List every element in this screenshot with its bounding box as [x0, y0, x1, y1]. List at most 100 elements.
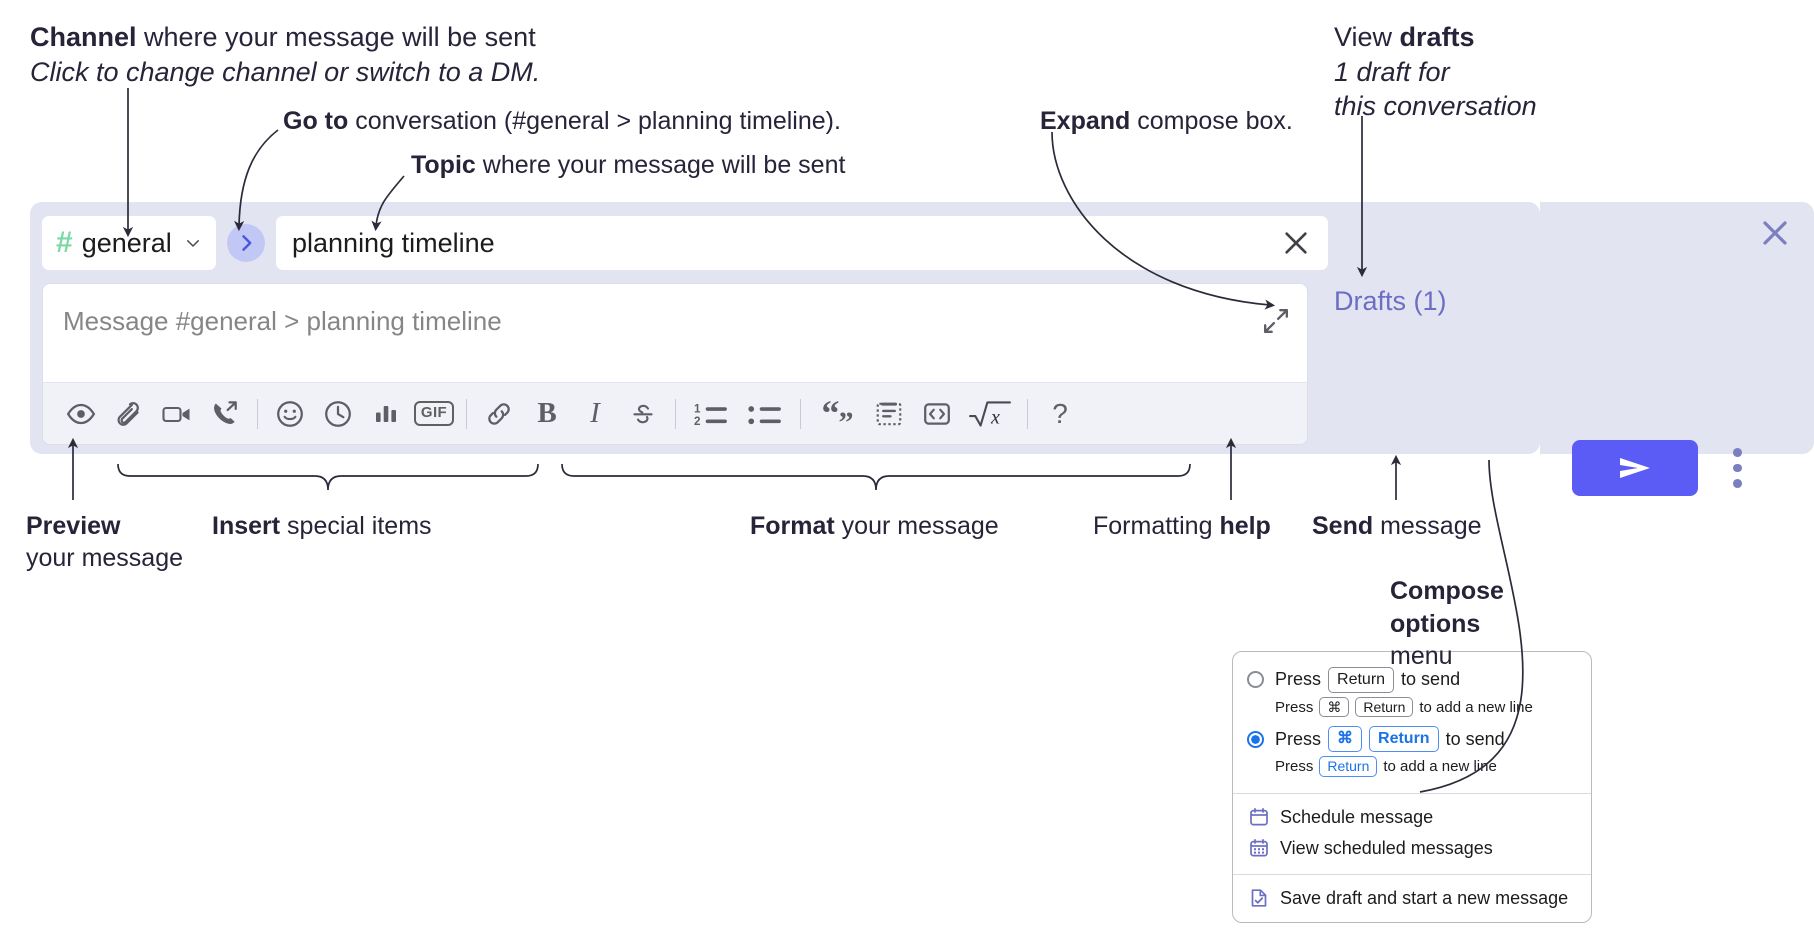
bold-icon[interactable]: B	[537, 397, 557, 429]
menu-item-label: Schedule message	[1280, 806, 1434, 827]
svg-text:2: 2	[694, 415, 700, 428]
annotation-drafts-bold: drafts	[1399, 22, 1475, 52]
toolbar-divider	[257, 398, 258, 429]
menu-option-subtext: Press Return to add a new line	[1233, 755, 1591, 783]
preview-eye-icon[interactable]	[57, 392, 105, 436]
menu-item-schedule-message[interactable]: Schedule message	[1233, 802, 1591, 833]
go-to-conversation-button[interactable]	[227, 224, 265, 262]
menu-item-save-draft[interactable]: Save draft and start a new message	[1233, 883, 1591, 914]
menu-separator	[1233, 873, 1591, 875]
bullet-list-icon[interactable]	[738, 392, 792, 436]
schedule-clock-icon[interactable]	[314, 392, 362, 436]
key-command: ⌘	[1319, 696, 1350, 718]
calendar-grid-icon	[1250, 839, 1268, 857]
poll-bar-chart-icon[interactable]	[362, 392, 410, 436]
channel-selector[interactable]: # general	[42, 216, 216, 270]
hash-icon: #	[56, 226, 73, 259]
topic-value: planning timeline	[292, 227, 495, 258]
annotation-insert-bold: Insert	[212, 512, 281, 540]
annotation-expand: Expand compose box.	[1040, 105, 1293, 137]
send-button[interactable]	[1572, 440, 1698, 496]
chevron-down-icon	[187, 240, 199, 247]
drafts-link[interactable]: Drafts (1)	[1334, 286, 1447, 316]
annotation-compose-bold2: options	[1390, 609, 1481, 638]
annotation-drafts-italic2: this conversation	[1334, 91, 1537, 122]
message-compose-box[interactable]: Message #general > planning timeline	[42, 283, 1308, 445]
annotation-goto-bold: Go to	[283, 107, 349, 135]
drafts-panel	[1540, 202, 1814, 454]
attach-paperclip-icon[interactable]	[105, 392, 153, 436]
topic-input[interactable]: planning timeline	[276, 216, 1328, 270]
expand-icon[interactable]	[1263, 308, 1289, 334]
compose-options-menu: Press Return to send Press ⌘ Return to a…	[1232, 651, 1592, 923]
annotation-preview: Preview your message	[26, 510, 183, 574]
annotation-format-bold: Format	[750, 512, 835, 540]
menu-item-label: View scheduled messages	[1280, 837, 1493, 858]
kebab-dot	[1732, 463, 1742, 473]
italic-icon[interactable]: I	[590, 397, 600, 429]
emoji-smiley-icon[interactable]	[266, 392, 314, 436]
formatting-toolbar: GIF B I	[43, 382, 1307, 444]
sub-post: to add a new line	[1419, 698, 1533, 716]
sub-pre: Press	[1275, 698, 1314, 716]
key-return: Return	[1355, 696, 1414, 718]
gif-icon[interactable]: GIF	[410, 392, 458, 436]
code-block-icon[interactable]	[865, 392, 913, 436]
toolbar-divider	[466, 398, 467, 429]
annotation-send: Send message	[1312, 510, 1482, 542]
annotation-topic-bold: Topic	[411, 151, 476, 179]
ordered-list-icon[interactable]: 1 2	[684, 392, 738, 436]
menu-option-subtext: Press ⌘ Return to add a new line	[1233, 696, 1591, 724]
blockquote-icon[interactable]: “”	[821, 392, 854, 439]
annotation-compose-options: Compose options menu	[1390, 575, 1504, 673]
channel-name-label: general	[81, 227, 172, 258]
svg-text:1: 1	[694, 402, 701, 415]
clear-topic-icon[interactable]	[1282, 229, 1310, 257]
compose-options-menu-button[interactable]	[1722, 448, 1752, 489]
key-return: Return	[1319, 756, 1378, 777]
menu-item-view-scheduled-messages[interactable]: View scheduled messages	[1233, 833, 1591, 864]
annotation-help-pre: Formatting	[1093, 512, 1220, 540]
phone-forward-icon[interactable]	[201, 392, 249, 436]
annotation-compose-bold1: Compose	[1390, 577, 1504, 605]
key-return: Return	[1328, 667, 1395, 693]
annotation-insert: Insert special items	[212, 510, 432, 542]
close-icon[interactable]	[1760, 218, 1790, 248]
menu-item-label: Save draft and start a new message	[1280, 887, 1569, 908]
annotation-preview-line2: your message	[26, 544, 184, 572]
chevron-right-icon	[242, 235, 252, 251]
inline-code-icon[interactable]	[913, 392, 961, 436]
message-input-placeholder[interactable]: Message #general > planning timeline	[63, 306, 502, 336]
key-command: ⌘	[1328, 726, 1363, 753]
math-icon[interactable]: x	[961, 392, 1019, 436]
option-post: to send	[1445, 728, 1505, 749]
strikethrough-icon[interactable]	[619, 392, 667, 436]
svg-text:x: x	[990, 406, 1000, 428]
annotation-drafts: View drafts 1 draft for this conversatio…	[1334, 20, 1537, 124]
annotation-channel-rest: where your message will be sent	[136, 22, 536, 52]
annotation-format-rest: your message	[834, 512, 999, 540]
kebab-dot	[1732, 479, 1742, 489]
annotation-topic: Topic where your message will be sent	[411, 149, 845, 181]
radio-unselected-icon[interactable]	[1247, 671, 1264, 689]
annotation-drafts-pre: View	[1334, 22, 1400, 52]
annotation-goto-rest: conversation (#general > planning timeli…	[348, 107, 841, 135]
calendar-icon	[1250, 808, 1268, 826]
sub-post: to add a new line	[1383, 758, 1497, 776]
compose-header-row: # general planning timeline	[42, 216, 1328, 270]
annotation-format: Format your message	[750, 510, 999, 542]
annotation-send-bold: Send	[1312, 512, 1374, 540]
formatting-help-icon[interactable]: ?	[1036, 392, 1084, 436]
annotation-channel-italic: Click to change channel or switch to a D…	[30, 56, 541, 87]
radio-selected-icon[interactable]	[1247, 730, 1264, 748]
annotation-drafts-italic1: 1 draft for	[1334, 56, 1450, 87]
video-camera-icon[interactable]	[153, 392, 201, 436]
annotation-help-bold: help	[1219, 512, 1271, 540]
link-icon[interactable]	[475, 392, 523, 436]
toolbar-divider	[675, 398, 676, 429]
annotation-send-rest: message	[1373, 512, 1482, 540]
annotation-topic-rest: where your message will be sent	[475, 151, 846, 179]
menu-option-cmd-return-to-send[interactable]: Press ⌘ Return to send	[1233, 723, 1591, 755]
toolbar-divider	[800, 398, 801, 429]
